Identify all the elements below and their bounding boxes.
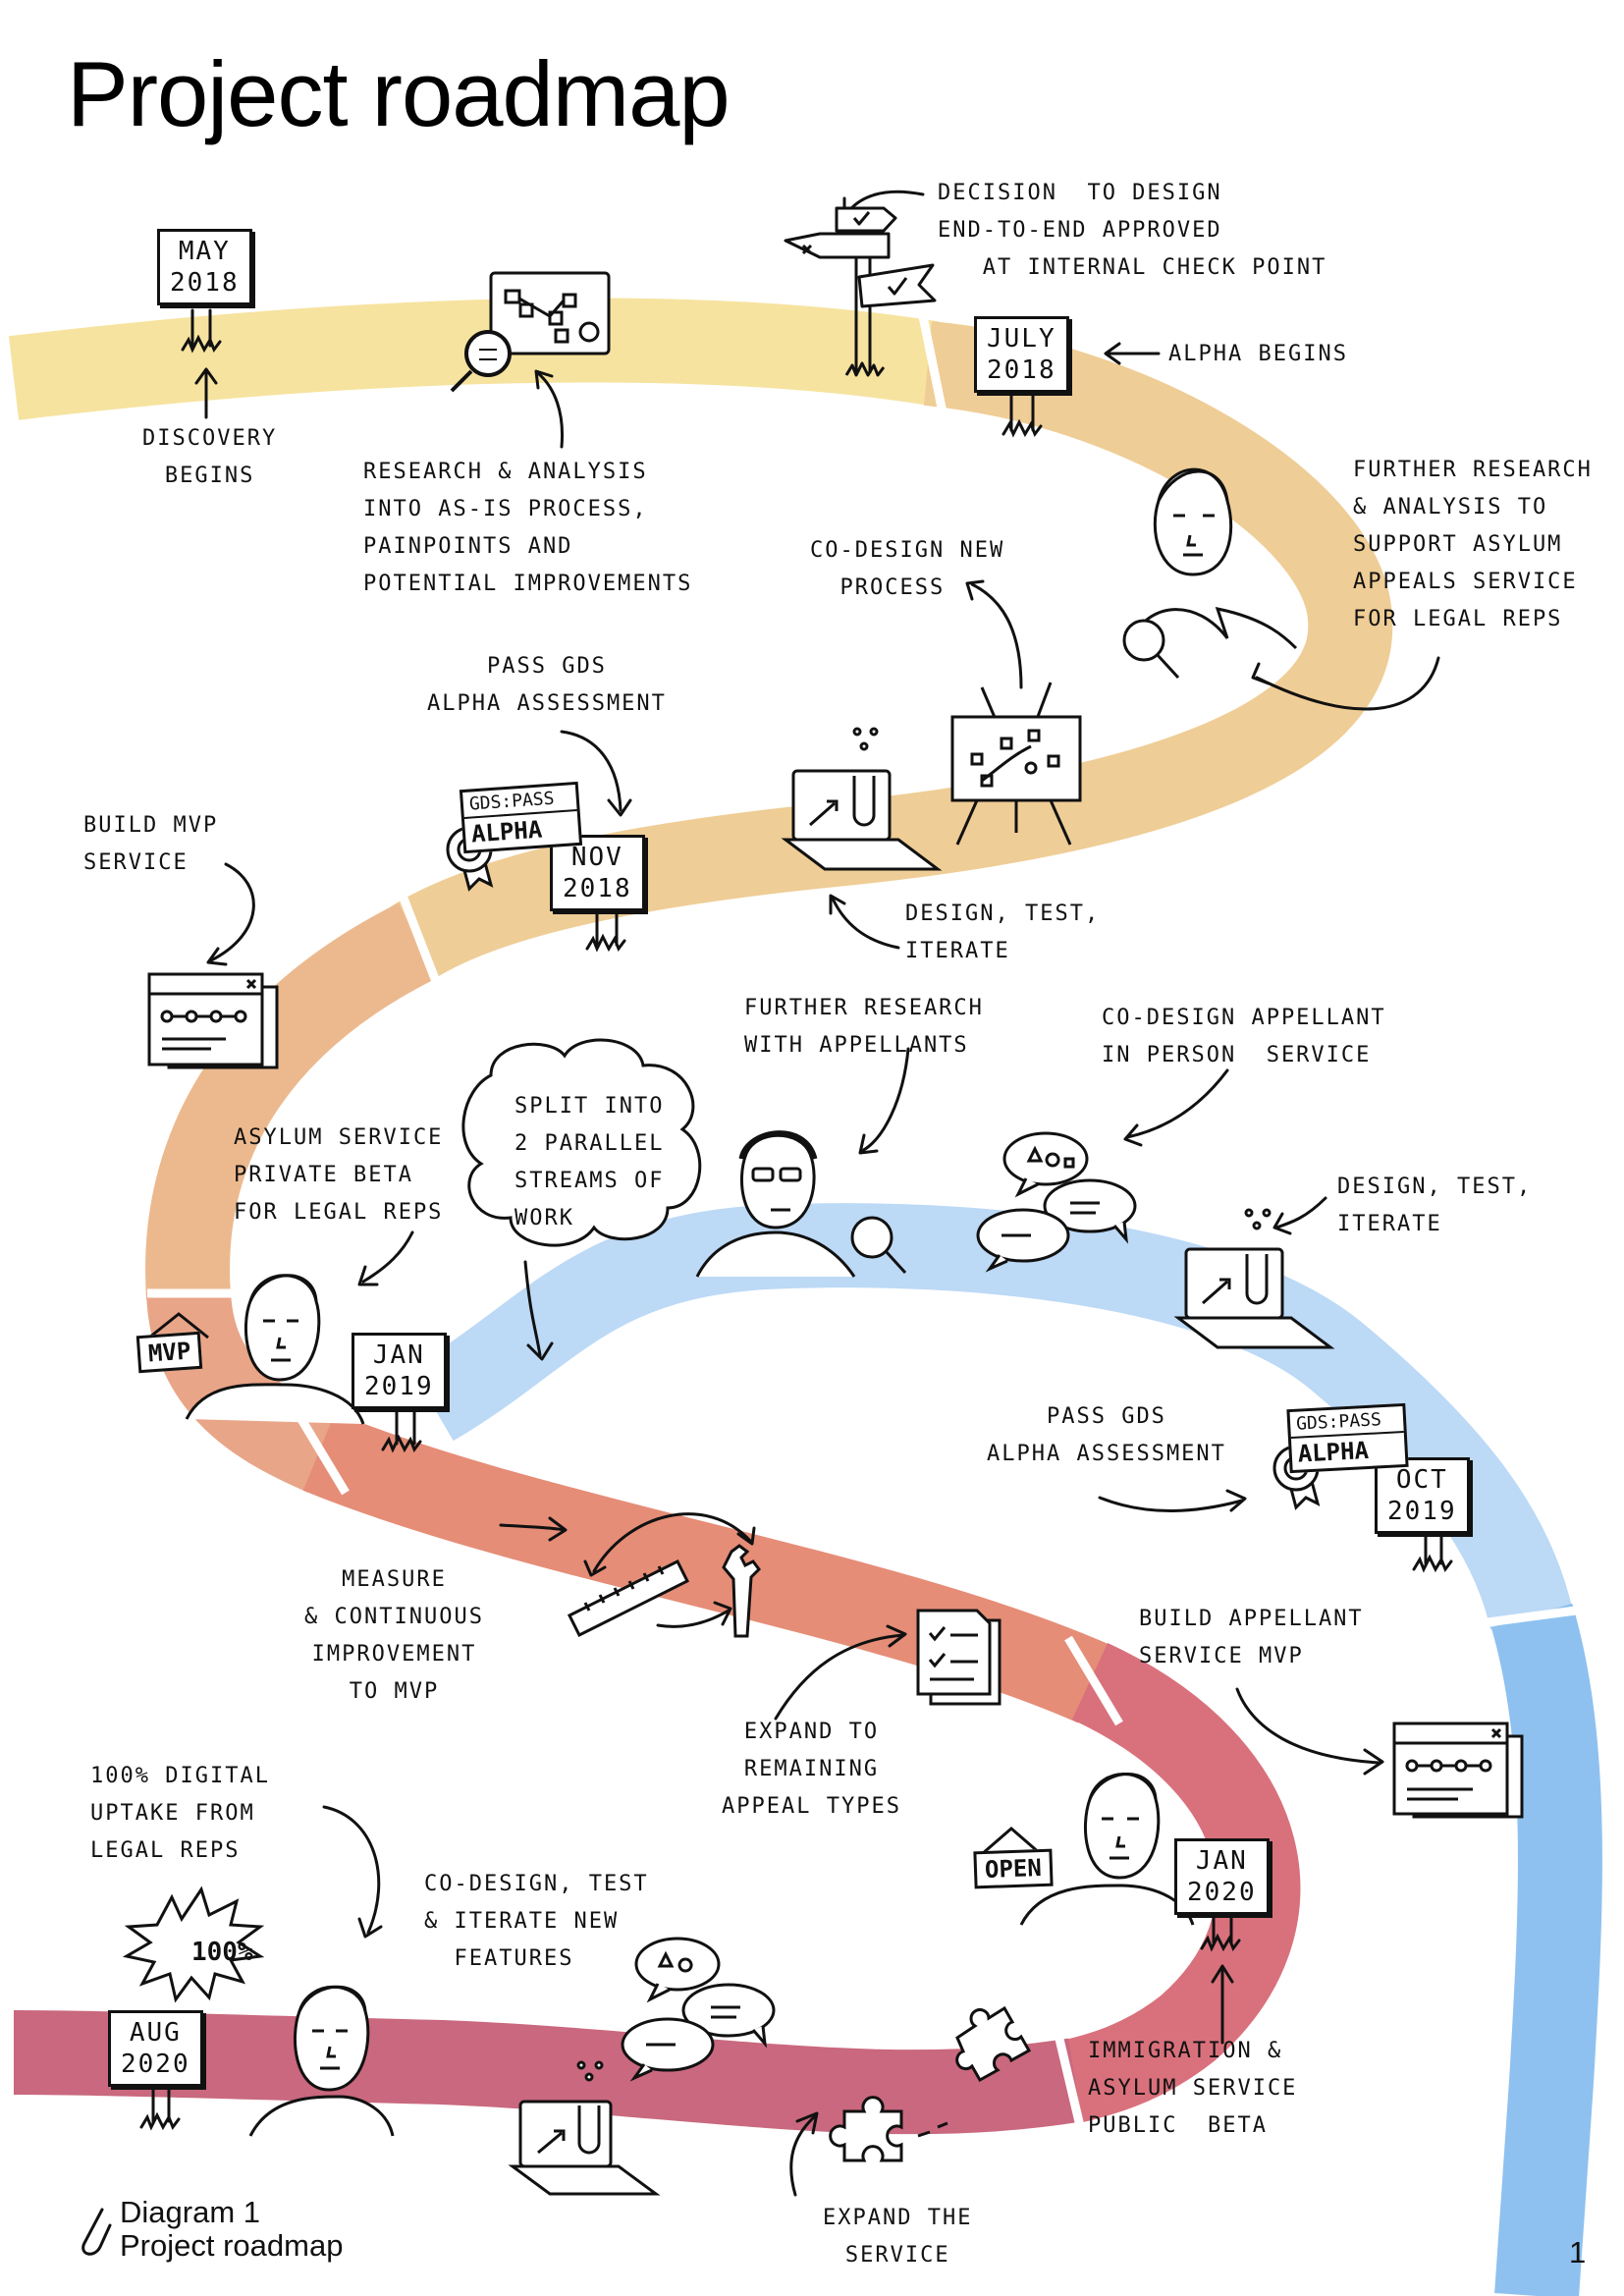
page-number: 1 <box>1569 2235 1587 2269</box>
appellant-researcher-avatar <box>695 1130 907 1278</box>
milestone-nov-2018: NOV 2018 <box>550 835 645 911</box>
milestone-may-2018: MAY 2018 <box>157 229 252 305</box>
laptop-icon-3 <box>508 2060 661 2196</box>
note-further-research-appellants: FURTHER RESEARCH WITH APPELLANTS <box>744 996 984 1058</box>
legal-rep-researcher-avatar <box>1122 467 1298 680</box>
diagram-caption: Diagram 1 Project roadmap <box>120 2196 343 2263</box>
decision-signpost-icon <box>784 206 937 377</box>
diagram-label: Diagram 1 <box>120 2195 260 2229</box>
note-measure-improvement: MEASURE & CONTINUOUS IMPROVEMENT TO MVP <box>304 1567 484 1704</box>
note-codesign-new-features: CO-DESIGN, TEST & ITERATE NEW FEATURES <box>424 1872 649 1971</box>
split-streams-cloud <box>461 1038 702 1247</box>
page-title: Project roadmap <box>67 42 731 145</box>
paperclip-icon <box>81 2208 112 2256</box>
speech-bubbles-icon <box>976 1131 1137 1273</box>
note-pass-gds-alpha-2: PASS GDS ALPHA ASSESSMENT <box>987 1404 1226 1466</box>
note-codesign-new-process: CO-DESIGN NEW PROCESS <box>810 538 1005 600</box>
note-further-research-legal-reps: FURTHER RESEARCH & ANALYSIS TO SUPPORT A… <box>1353 458 1593 631</box>
note-expand-appeal-types: EXPAND TO REMAINING APPEAL TYPES <box>722 1720 901 1819</box>
digital-uptake-avatar <box>248 1985 395 2137</box>
mvp-browser-icon <box>147 972 279 1069</box>
diagram-name: Project roadmap <box>120 2228 344 2263</box>
puzzle-pieces-icon <box>829 2005 1032 2162</box>
note-build-appellant-mvp: BUILD APPELLANT SERVICE MVP <box>1139 1607 1364 1668</box>
note-decision-approved: DECISION TO DESIGN END-TO-END APPROVED A… <box>938 181 1327 280</box>
note-immigration-public-beta: IMMIGRATION & ASYLUM SERVICE PUBLIC BETA <box>1088 2039 1298 2138</box>
note-split-parallel-streams: SPLIT INTO 2 PARALLEL STREAMS OF WORK <box>514 1094 665 1230</box>
legal-rep-beta-avatar <box>185 1274 365 1425</box>
note-pass-gds-alpha: PASS GDS ALPHA ASSESSMENT <box>427 654 667 716</box>
laptop-icon-2 <box>1173 1208 1335 1349</box>
milestone-oct-2019: OCT 2019 <box>1375 1457 1470 1534</box>
speech-bubbles-icon-2 <box>621 1937 776 2082</box>
alpha-label: ALPHA <box>470 815 544 848</box>
milestone-jan-2019: JAN 2019 <box>352 1333 447 1409</box>
milestone-july-2018: JULY 2018 <box>974 316 1069 393</box>
ruler-icon <box>567 1558 690 1638</box>
documents-icon <box>916 1609 1001 1706</box>
note-discovery-begins: DISCOVERY BEGINS <box>142 426 278 488</box>
note-build-mvp-service: BUILD MVP SERVICE <box>83 813 219 875</box>
road-segment-public <box>1059 1642 1301 2123</box>
research-board-icon <box>489 271 611 355</box>
laptop-icon <box>781 727 943 871</box>
hundred-percent-burst <box>122 1886 265 2003</box>
note-digital-uptake: 100% DIGITAL UPTAKE FROM LEGAL REPS <box>90 1764 270 1863</box>
note-expand-the-service: EXPAND THE SERVICE <box>823 2206 973 2268</box>
alpha-label: ALPHA <box>1297 1436 1370 1468</box>
note-alpha-begins: ALPHA BEGINS <box>1168 342 1348 366</box>
milestone-aug-2020: AUG 2020 <box>108 2010 203 2087</box>
gds-pass-card-2: GDS:PASS ALPHA <box>1286 1402 1409 1474</box>
note-design-test-iterate-2: DESIGN, TEST, ITERATE <box>1337 1175 1533 1236</box>
note-design-test-iterate: DESIGN, TEST, ITERATE <box>905 902 1101 963</box>
hundred-percent-label: 100% <box>191 1938 253 1967</box>
gds-pass-card: GDS:PASS ALPHA <box>459 781 583 854</box>
wrench-icon <box>722 1544 761 1638</box>
road-segment-alpha-late <box>145 902 437 1300</box>
codesign-easel-icon <box>950 682 1082 846</box>
note-asylum-private-beta: ASYLUM SERVICE PRIVATE BETA FOR LEGAL RE… <box>234 1125 444 1225</box>
magnifier-icon <box>450 330 512 393</box>
appellant-road <box>1490 1603 1602 2296</box>
open-sign: OPEN <box>973 1848 1054 1889</box>
note-research-analysis: RESEARCH & ANALYSIS INTO AS-IS PROCESS, … <box>363 460 693 596</box>
mvp-tag: MVP <box>135 1331 203 1374</box>
public-beta-avatar <box>1019 1773 1195 1926</box>
milestone-jan-2020: JAN 2020 <box>1174 1838 1270 1915</box>
appellant-mvp-browser-icon <box>1392 1722 1524 1819</box>
note-codesign-appellant-service: CO-DESIGN APPELLANT IN PERSON SERVICE <box>1102 1006 1386 1067</box>
